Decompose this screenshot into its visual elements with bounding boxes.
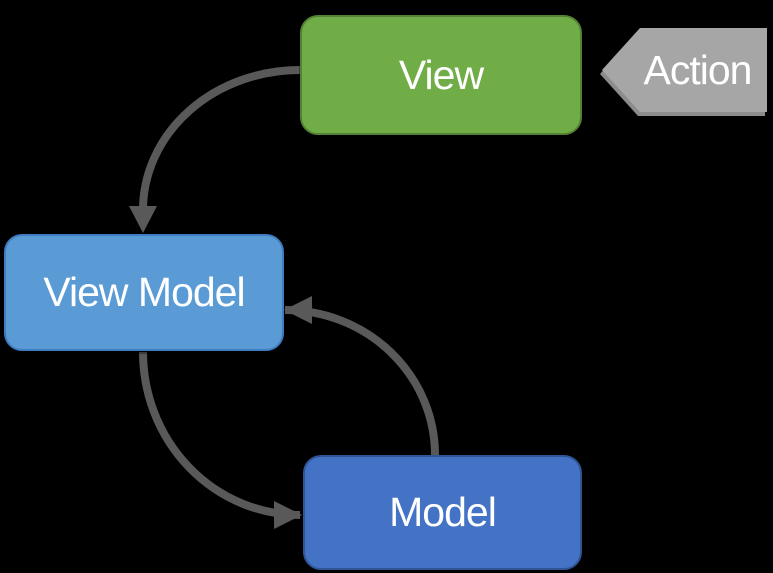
node-view: View <box>300 15 582 135</box>
node-view-model: View Model <box>4 234 284 351</box>
arrowhead-model-to-viewmodel <box>284 296 312 324</box>
arrow-model-to-viewmodel <box>284 306 439 456</box>
node-view-model-label: View Model <box>43 269 245 315</box>
action-pentagon-shape <box>602 28 767 112</box>
node-model-label: Model <box>389 489 497 535</box>
arrowhead-viewmodel-to-model <box>274 501 302 529</box>
arrowhead-view-to-viewmodel <box>129 206 157 233</box>
arrow-viewmodel-to-model <box>139 351 301 519</box>
node-model: Model <box>303 455 582 570</box>
node-action: Action <box>640 28 767 112</box>
arrow-view-to-viewmodel <box>139 66 301 211</box>
node-view-label: View <box>398 51 484 98</box>
node-action-label: Action <box>643 46 753 93</box>
